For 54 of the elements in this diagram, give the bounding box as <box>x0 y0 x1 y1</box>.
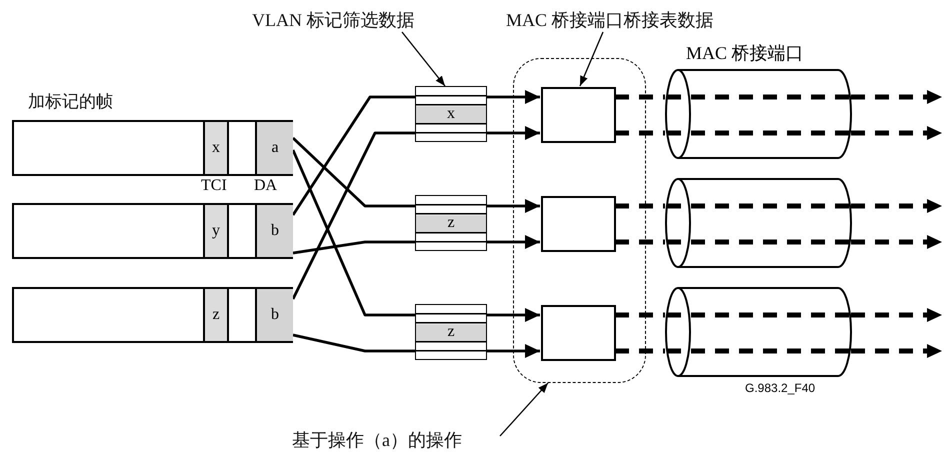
callout-text: MAC 桥接端口桥接表数据 <box>506 9 715 32</box>
arrow <box>487 308 540 322</box>
connector-line <box>292 136 415 208</box>
connector-line <box>292 240 415 254</box>
field-label: DA <box>254 177 278 195</box>
dashed-connector-line <box>615 348 665 354</box>
arrow <box>487 126 540 140</box>
bridge-table-box <box>541 196 616 252</box>
bridge-table-box <box>541 305 616 361</box>
bridge-table-box <box>541 87 616 143</box>
tag-field: z <box>416 214 486 232</box>
dashed-arrow <box>851 308 942 322</box>
port-heading: MAC 桥接端口 <box>686 42 804 65</box>
arrow <box>487 344 540 358</box>
dashed-connector-line <box>615 240 665 244</box>
tag-field: x <box>203 122 227 174</box>
frame-bar <box>12 120 293 176</box>
tag-field: z <box>203 289 227 341</box>
filter-table <box>415 86 487 142</box>
arrow <box>487 90 540 104</box>
tag-field: y <box>203 205 227 257</box>
connector-line <box>292 149 415 316</box>
dashed-connector-line <box>615 94 665 100</box>
connector-line <box>292 96 415 216</box>
tag-field: x <box>416 106 486 123</box>
dashed-arrow <box>851 199 942 213</box>
leader-line <box>500 382 548 436</box>
group-heading: 加标记的帧 <box>28 91 113 113</box>
tag-field: b <box>255 289 293 341</box>
frame-bar <box>12 203 293 259</box>
figure-id: G.983.2_F40 <box>745 381 816 395</box>
dashed-arrow <box>851 235 942 249</box>
dashed-connector-line <box>615 312 665 318</box>
arrow <box>487 235 540 249</box>
dashed-arrow <box>851 344 942 358</box>
tag-field: z <box>416 324 486 341</box>
dashed-arrow <box>851 126 942 140</box>
dashed-connector-line <box>615 130 665 136</box>
dashed-connector-line <box>615 204 665 208</box>
leader-line <box>402 32 446 86</box>
field-label: TCI <box>201 177 227 195</box>
frame-bar <box>12 287 293 343</box>
connector-line <box>292 334 415 352</box>
connector-line <box>292 132 415 300</box>
arrow <box>487 199 540 213</box>
filter-table <box>415 304 487 360</box>
operation-group <box>513 58 646 383</box>
callout-text: 基于操作（a）的操作 <box>292 429 463 452</box>
callout-text: VLAN 标记筛选数据 <box>252 9 416 32</box>
tag-field: b <box>255 205 293 257</box>
tag-field: a <box>255 122 293 174</box>
leader-line <box>579 32 604 86</box>
filter-table <box>415 195 487 251</box>
dashed-arrow <box>851 90 942 104</box>
